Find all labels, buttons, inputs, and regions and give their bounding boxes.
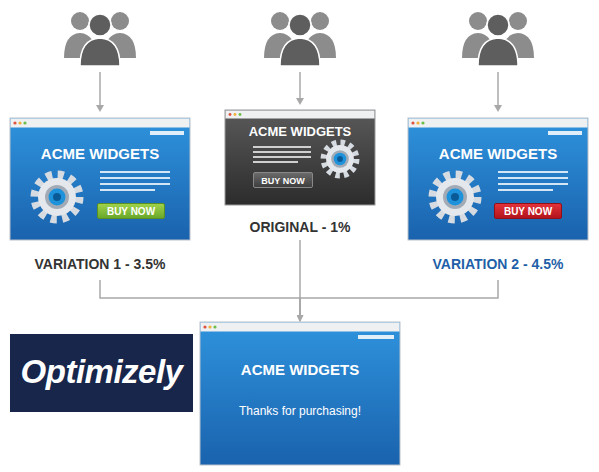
node-title: BUY NOW [98,204,164,220]
variation-window: ACME WIDGETS VARIATION 1 - 3.5% BUY NOW [10,118,190,276]
flow-connector [300,280,498,321]
node-title: BUY NOW [254,173,312,189]
browser-window [225,110,375,205]
node-label: Thanks for purchasing! [200,404,400,419]
browser-window [200,322,400,465]
node-title: BUY NOW [495,204,561,220]
node-title: ACME WIDGETS [200,360,400,379]
people-icons [64,12,534,66]
node-title: ACME WIDGETS [10,144,190,163]
node-label: VARIATION 2 - 4.5% [408,255,588,273]
buy-button: BUY NOW [97,203,165,219]
visitor-arrows [96,72,502,112]
browser-window [408,118,588,240]
buy-button: BUY NOW [494,203,562,219]
buy-button: BUY NOW [253,172,313,188]
node-title: ACME WIDGETS [225,124,375,140]
browser-window [10,118,190,240]
node-label: ORIGINAL - 1% [225,218,375,236]
optimizely-logo: Optimizely [10,334,193,412]
node-title: Optimizely [10,352,193,392]
flow-connector [100,280,300,321]
variation-window: ACME WIDGETS VARIATION 2 - 4.5% BUY NOW [408,118,588,276]
original-window: ACME WIDGETS ORIGINAL - 1% BUY NOW [225,110,375,236]
thanks-window: ACME WIDGETS Thanks for purchasing! [200,322,400,465]
node-label: VARIATION 1 - 3.5% [10,255,190,273]
node-title: ACME WIDGETS [408,144,588,163]
